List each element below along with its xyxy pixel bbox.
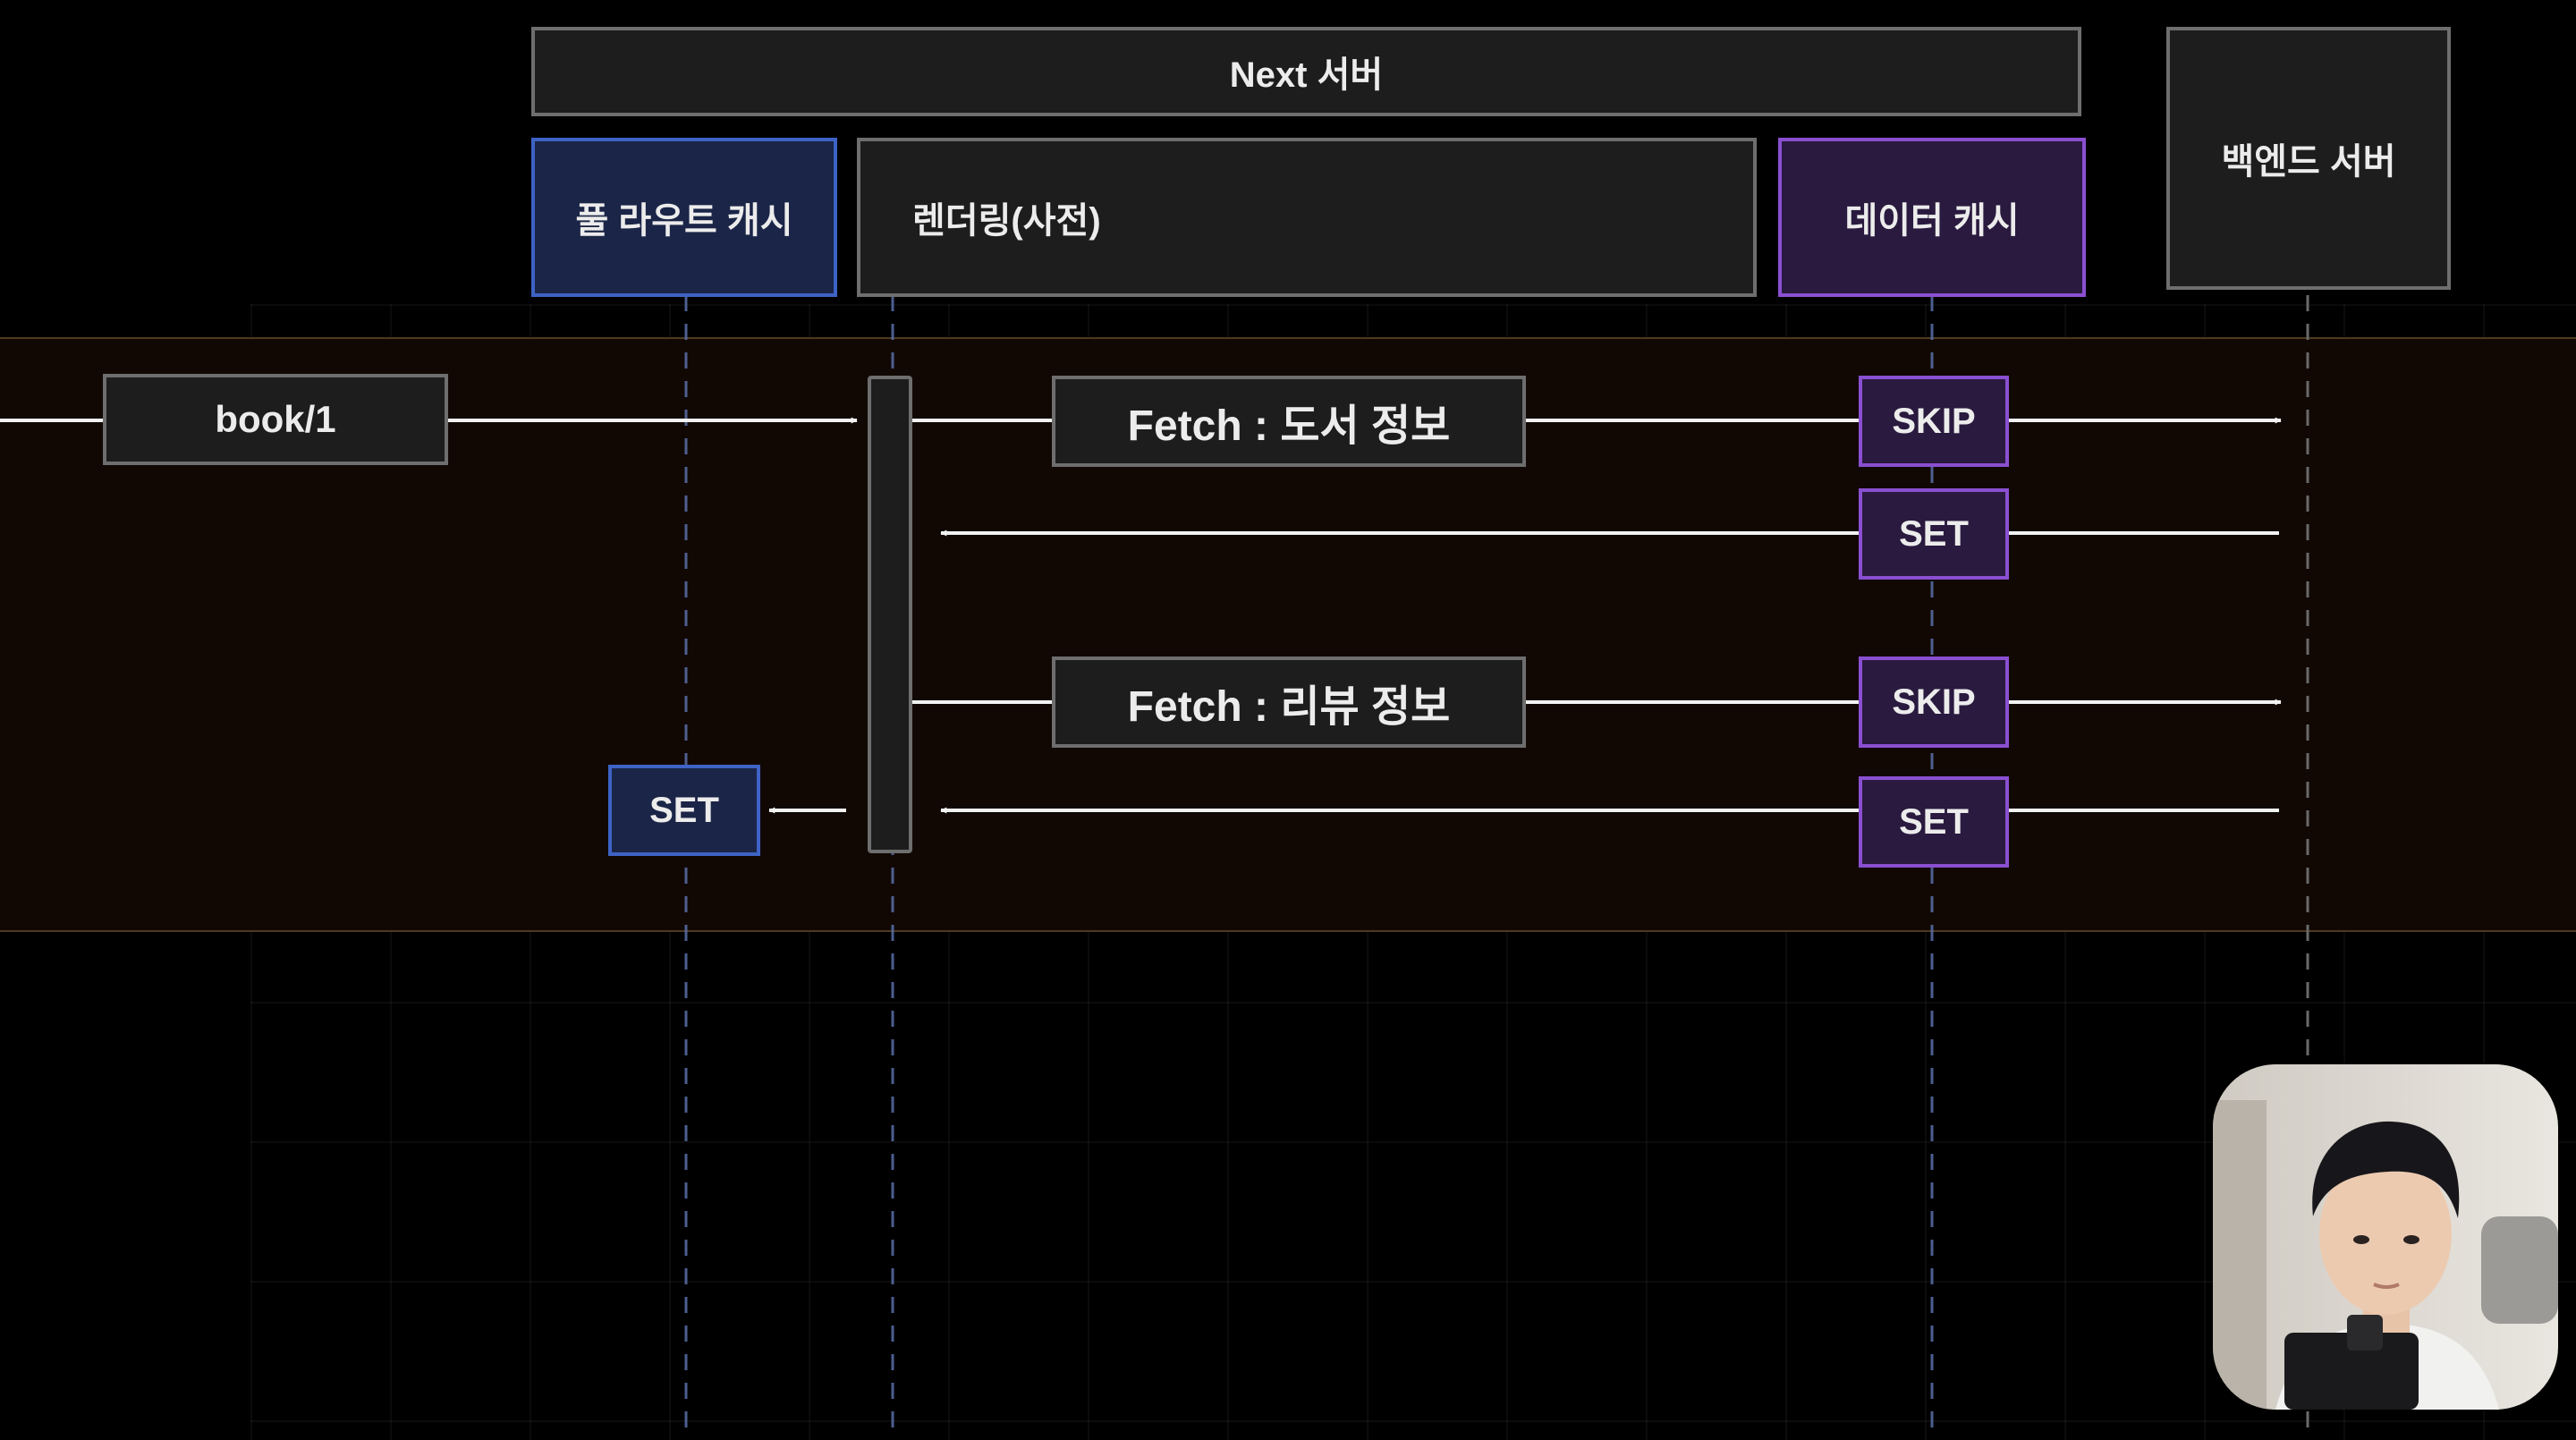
full-route-cache-box: 풀 라우트 캐시 [531, 138, 837, 297]
full-route-cache-label: 풀 라우트 캐시 [575, 201, 793, 241]
route-set-label: SET [649, 790, 719, 830]
fetch-review-label: Fetch : 리뷰 정보 [1127, 683, 1451, 731]
rendering-label: 렌더링(사전) [912, 201, 1101, 241]
fetch-book-box: Fetch : 도서 정보 [1052, 376, 1526, 467]
set-label: SET [1899, 513, 1969, 554]
data-cache-skip-book: SKIP [1859, 376, 2009, 467]
data-cache-set-review: SET [1859, 776, 2009, 868]
rendering-box: 렌더링(사전) [857, 138, 1757, 297]
set-label: SET [1899, 801, 1969, 842]
backend-server-label: 백엔드 서버 [2221, 142, 2396, 182]
data-cache-box: 데이터 캐시 [1778, 138, 2086, 297]
data-cache-label: 데이터 캐시 [1844, 201, 2020, 241]
rendering-activation-bar [868, 376, 912, 853]
data-cache-skip-review: SKIP [1859, 656, 2009, 748]
request-label: book/1 [215, 398, 336, 440]
fetch-review-box: Fetch : 리뷰 정보 [1052, 656, 1526, 748]
backend-server-box: 백엔드 서버 [2166, 27, 2451, 290]
request-box: book/1 [103, 374, 448, 465]
message-arrows [0, 417, 2282, 814]
data-cache-set-book: SET [1859, 488, 2009, 580]
lifelines [684, 295, 1934, 1431]
skip-label: SKIP [1892, 401, 1976, 441]
presenter-webcam [2213, 1064, 2558, 1410]
skip-label: SKIP [1892, 682, 1976, 722]
full-route-cache-set: SET [608, 765, 760, 856]
fetch-book-label: Fetch : 도서 정보 [1127, 402, 1451, 450]
next-server-box: Next 서버 [531, 27, 2081, 116]
next-server-label: Next 서버 [1229, 55, 1384, 95]
